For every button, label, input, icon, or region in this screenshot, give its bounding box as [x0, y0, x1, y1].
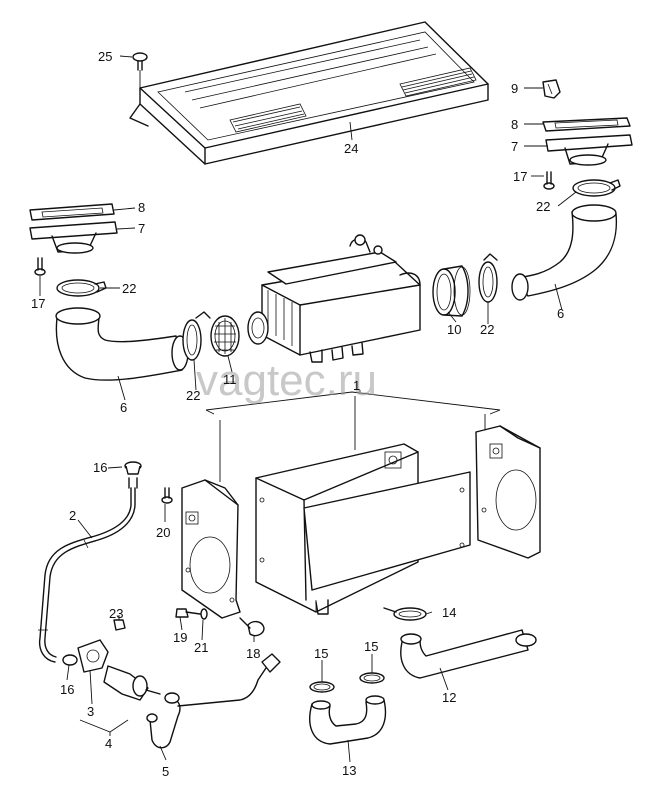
vent-outlet-7-right [545, 134, 633, 166]
pipe-2 [38, 487, 136, 663]
hose-clamp-22-upper-left [56, 279, 107, 297]
air-duct-6-right [511, 204, 618, 301]
callout-8-right: 8 [511, 117, 518, 132]
callout-22-middle-right: 22 [480, 322, 494, 337]
sensor-18 [239, 617, 265, 637]
callout-labels: 1 2 3 4 5 6 6 7 7 8 8 9 10 11 12 13 14 1… [31, 49, 564, 779]
bolt-19-and-washer-21 [175, 608, 208, 620]
callout-20: 20 [156, 525, 170, 540]
callout-6-left: 6 [120, 400, 127, 415]
leader-lines [39, 55, 577, 763]
inlet-grille-11 [210, 315, 240, 357]
callout-10: 10 [447, 322, 461, 337]
callout-22-middle-left: 22 [186, 388, 200, 403]
callout-1: 1 [353, 378, 360, 393]
callout-15-right: 15 [364, 639, 378, 654]
hose-clamp-22-middle-left [182, 311, 211, 361]
air-duct-6-left [55, 307, 189, 381]
hose-clamp-22-middle-right [478, 253, 498, 303]
seal-frame-8-right [542, 117, 631, 132]
callout-8-left: 8 [138, 200, 145, 215]
fuel-pump-assembly-3-4 [77, 639, 161, 701]
callout-4: 4 [105, 736, 112, 751]
vent-outlet-7-left [29, 221, 118, 254]
callout-16-top: 16 [93, 460, 107, 475]
callout-5: 5 [162, 764, 169, 779]
callout-11: 11 [223, 372, 237, 387]
screw-20 [161, 487, 173, 504]
callout-7-left: 7 [138, 221, 145, 236]
screw-17-right [543, 171, 555, 190]
hose-12 [400, 629, 537, 679]
callout-25: 25 [98, 49, 112, 64]
callout-24: 24 [344, 141, 358, 156]
seal-frame-8-left [29, 203, 115, 221]
line-5 [146, 653, 281, 749]
callout-22-upper-right: 22 [536, 199, 550, 214]
callout-6-right: 6 [557, 306, 564, 321]
nut-23 [113, 619, 126, 631]
callout-7-right: 7 [511, 139, 518, 154]
callout-23: 23 [109, 606, 123, 621]
engine-cover-panel [129, 21, 489, 165]
callout-3: 3 [87, 704, 94, 719]
hose-clamp-15-left [309, 681, 335, 693]
screw-25 [132, 52, 148, 88]
callout-22-upper-left: 22 [122, 281, 136, 296]
hose-clamp-14 [383, 607, 427, 621]
callout-18: 18 [246, 646, 260, 661]
cap-16-bottom [62, 654, 78, 666]
connection-ring-10 [432, 265, 471, 317]
callout-16-bottom: 16 [60, 682, 74, 697]
hose-clamp-22-upper-right [572, 179, 621, 197]
callout-14: 14 [442, 605, 456, 620]
callout-21: 21 [194, 640, 208, 655]
callout-13: 13 [342, 763, 356, 778]
callout-15-left: 15 [314, 646, 328, 661]
hose-13 [309, 695, 387, 745]
watermark: vagtec.ru [196, 356, 377, 405]
callout-12: 12 [442, 690, 456, 705]
mounting-bracket-left [181, 479, 241, 619]
air-heater-unit [247, 234, 421, 363]
callout-9: 9 [511, 81, 518, 96]
callout-2: 2 [69, 508, 76, 523]
hose-clamp-15-right [359, 672, 385, 684]
mounting-bracket-right [475, 425, 541, 559]
callout-17-right: 17 [513, 169, 527, 184]
clip-9 [542, 79, 561, 99]
mounting-bracket-center [255, 443, 471, 615]
callout-19: 19 [173, 630, 187, 645]
callout-17-left: 17 [31, 296, 45, 311]
cap-16-top [124, 461, 142, 489]
screw-17-left [34, 257, 46, 276]
